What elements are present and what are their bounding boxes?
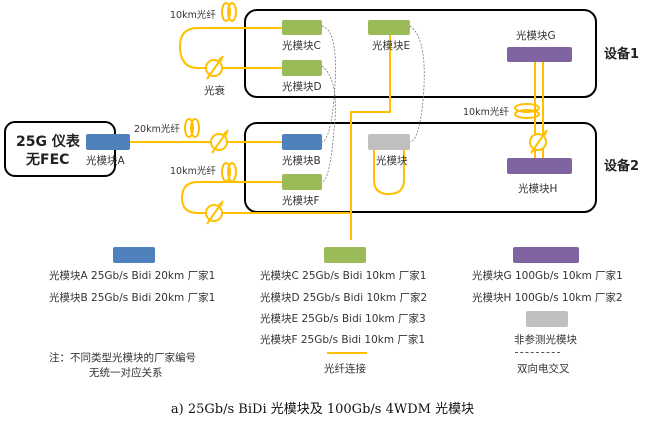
legend-item: 光模块A 25Gb/s Bidi 20km 厂家1 bbox=[49, 270, 216, 282]
fiber-length-label: 10km光纤 bbox=[170, 165, 216, 177]
attenuator-icon bbox=[529, 129, 548, 154]
device1-label: 设备1 bbox=[604, 46, 639, 62]
legend-note-2: 无统一对应关系 bbox=[89, 367, 163, 379]
fiber-length-label: 20km光纤 bbox=[134, 123, 180, 135]
legend-fiber-line bbox=[327, 352, 367, 354]
module-gray bbox=[368, 134, 410, 150]
legend-fiber-label: 光纤连接 bbox=[324, 363, 366, 375]
attenuator-icon bbox=[205, 55, 224, 80]
module-h-label: 光模块H bbox=[518, 182, 557, 195]
electrical-cross-connects bbox=[321, 25, 425, 183]
legend-item: 光模块H 100Gb/s 10km 厂家2 bbox=[472, 292, 623, 304]
module-c bbox=[282, 20, 322, 35]
legend-swatch-green bbox=[324, 247, 366, 263]
module-b bbox=[282, 134, 322, 150]
legend-swatch-blue bbox=[113, 247, 155, 263]
legend-swatch-purple bbox=[513, 247, 579, 263]
legend-cross-label: 双向电交叉 bbox=[517, 363, 570, 375]
instrument-label-1: 25G 仪表 bbox=[16, 133, 81, 150]
fiber-length-label: 10km光纤 bbox=[463, 106, 509, 118]
attenuator-icon bbox=[210, 129, 229, 154]
module-a bbox=[86, 134, 130, 150]
module-g-label: 光模块G bbox=[516, 29, 556, 42]
legend-cross-line bbox=[515, 352, 560, 353]
module-d bbox=[282, 60, 322, 76]
device1-box bbox=[244, 9, 597, 98]
attenuator-icon bbox=[205, 200, 224, 225]
legend-note-1: 注：不同类型光模块的厂家编号 bbox=[49, 352, 196, 364]
network-diagram: 设备1 设备2 25G 仪表 无FEC 10km光纤 20km光纤 10km光纤… bbox=[4, 2, 639, 240]
device2-box bbox=[244, 122, 597, 213]
module-e-label: 光模块E bbox=[372, 39, 410, 52]
module-gray-label: 光模块 bbox=[376, 154, 408, 167]
module-c-label: 光模块C bbox=[282, 39, 321, 52]
legend-item: 光模块D 25Gb/s Bidi 10km 厂家2 bbox=[260, 292, 428, 304]
module-e bbox=[368, 20, 410, 35]
module-g bbox=[507, 47, 572, 62]
attenuator-label: 光衰 bbox=[204, 84, 225, 97]
fiber-coil-icon bbox=[221, 162, 237, 182]
module-f-label: 光模块F bbox=[282, 194, 320, 207]
legend-gray-label: 非参测光模块 bbox=[514, 334, 577, 346]
fiber-coil-icon bbox=[221, 2, 237, 22]
legend-item: 光模块E 25Gb/s Bidi 10km 厂家3 bbox=[260, 313, 426, 325]
fiber-length-label: 10km光纤 bbox=[170, 9, 216, 21]
legend-item: 光模块C 25Gb/s Bidi 10km 厂家1 bbox=[260, 270, 427, 282]
module-h bbox=[507, 158, 572, 174]
module-b-label: 光模块B bbox=[282, 154, 321, 167]
legend-swatch-gray bbox=[526, 311, 568, 327]
module-a-label: 光模块A bbox=[86, 154, 125, 167]
fiber-coil-icon bbox=[184, 118, 200, 138]
instrument-label-2: 无FEC bbox=[25, 152, 69, 168]
legend-item: 光模块B 25Gb/s Bidi 20km 厂家1 bbox=[49, 292, 216, 304]
module-d-label: 光模块D bbox=[282, 80, 322, 93]
module-f bbox=[282, 174, 322, 190]
legend-item: 光模块F 25Gb/s Bidi 10km 厂家1 bbox=[260, 334, 426, 346]
figure-caption: a) 25Gb/s BiDi 光模块及 100Gb/s 4WDM 光模块 bbox=[170, 402, 475, 417]
legend-item: 光模块G 100Gb/s 10km 厂家1 bbox=[472, 270, 623, 282]
device2-label: 设备2 bbox=[604, 158, 639, 174]
fiber-coil-icon bbox=[514, 103, 540, 119]
